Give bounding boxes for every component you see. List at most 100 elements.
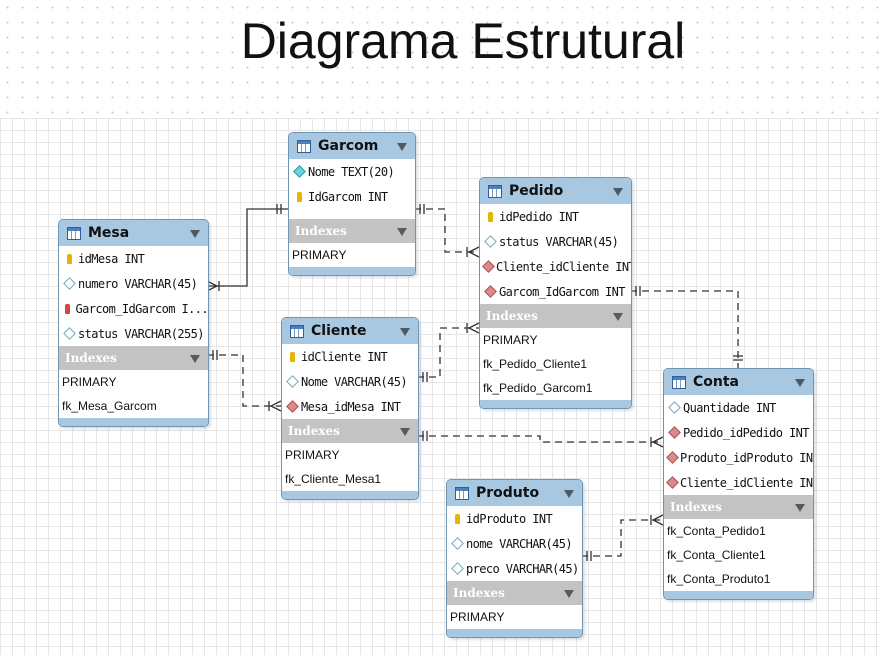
column-row[interactable]: nome VARCHAR(45) [447, 531, 582, 556]
open-diamond-icon [667, 401, 681, 414]
column-row[interactable]: numero VARCHAR(45) [59, 271, 208, 296]
indexes-header[interactable]: Indexes [59, 346, 208, 370]
collapse-triangle-icon[interactable] [795, 504, 805, 512]
index-row[interactable]: fk_Pedido_Garcom1 [483, 381, 593, 395]
table-footer [447, 629, 582, 637]
red-diamond-icon [667, 426, 681, 439]
collapse-triangle-icon[interactable] [397, 143, 407, 151]
index-row[interactable]: fk_Mesa_Garcom [62, 399, 157, 413]
column-row[interactable]: Garcom_IdGarcom INT [480, 279, 631, 304]
column-label: numero VARCHAR(45) [78, 276, 198, 291]
collapse-triangle-icon[interactable] [564, 490, 574, 498]
relation-cliente-pedido-one-marker [422, 372, 428, 382]
open-diamond-icon [62, 277, 76, 290]
column-row[interactable]: idPedido INT [480, 204, 631, 229]
collapse-triangle-icon[interactable] [613, 188, 623, 196]
column-label: Nome TEXT(20) [308, 164, 395, 179]
column-row[interactable]: Garcom_IdGarcom I... [59, 296, 208, 321]
relation-produto-conta-many-marker [650, 514, 664, 526]
column-row[interactable]: status VARCHAR(255) [59, 321, 208, 346]
collapse-triangle-icon[interactable] [613, 313, 623, 321]
indexes-header[interactable]: Indexes [289, 219, 415, 243]
index-row[interactable]: fk_Pedido_Cliente1 [483, 357, 588, 371]
index-row[interactable]: PRIMARY [62, 375, 117, 389]
column-row[interactable]: preco VARCHAR(45) [447, 556, 582, 581]
column-label: preco VARCHAR(45) [466, 561, 579, 576]
column-label: IdGarcom INT [308, 189, 388, 204]
relation-garcom-mesa-one-marker [276, 204, 282, 214]
table-garcom[interactable]: Garcom Nome TEXT(20) IdGarcom INT Indexe… [288, 132, 416, 276]
column-row[interactable]: IdGarcom INT [289, 184, 415, 209]
collapse-triangle-icon[interactable] [400, 428, 410, 436]
relation-garcom-pedido-one-marker [419, 204, 425, 214]
table-header[interactable]: Mesa [59, 220, 208, 246]
column-label: Nome VARCHAR(45) [301, 374, 408, 389]
table-conta[interactable]: Conta Quantidade INT Pedido_idPedido INT… [663, 368, 814, 600]
column-row[interactable]: idProduto INT [447, 506, 582, 531]
column-row[interactable]: Nome TEXT(20) [289, 159, 415, 184]
foreign-key-icon [63, 303, 73, 314]
primary-key-icon [286, 351, 298, 362]
column-row[interactable]: Quantidade INT [664, 395, 813, 420]
column-label: Garcom_IdGarcom I... [75, 301, 209, 316]
dotted-background [0, 0, 879, 118]
cyan-diamond-icon [292, 165, 306, 178]
relation-cliente-conta-many-marker [650, 436, 664, 448]
red-diamond-icon [483, 285, 497, 298]
collapse-triangle-icon[interactable] [400, 328, 410, 336]
index-row[interactable]: PRIMARY [450, 610, 505, 624]
relation-garcom-pedido-many-marker [466, 246, 480, 258]
index-row[interactable]: PRIMARY [285, 448, 340, 462]
table-mesa[interactable]: Mesa idMesa INT numero VARCHAR(45) Garco… [58, 219, 209, 427]
primary-key-icon [451, 513, 463, 524]
indexes-header[interactable]: Indexes [447, 581, 582, 605]
column-row[interactable]: Pedido_idPedido INT [664, 420, 813, 445]
relation-garcom-mesa [207, 208, 288, 287]
indexes-header[interactable]: Indexes [282, 419, 418, 443]
column-label: status VARCHAR(45) [499, 234, 619, 249]
column-label: idCliente INT [301, 349, 388, 364]
column-row[interactable]: Cliente_idCliente INT [480, 254, 631, 279]
column-row[interactable]: Nome VARCHAR(45) [282, 369, 418, 394]
column-label: Cliente_idCliente INT [680, 475, 814, 490]
primary-key-icon [63, 253, 75, 264]
table-header[interactable]: Cliente [282, 318, 418, 344]
collapse-triangle-icon[interactable] [190, 230, 200, 238]
indexes-header[interactable]: Indexes [480, 304, 631, 328]
relation-pedido-conta-one-marker-2 [733, 355, 743, 361]
table-pedido[interactable]: Pedido idPedido INT status VARCHAR(45) C… [479, 177, 632, 409]
table-header[interactable]: Conta [664, 369, 813, 395]
table-header[interactable]: Produto [447, 480, 582, 506]
indexes-header[interactable]: Indexes [664, 495, 813, 519]
table-name: Conta [693, 374, 739, 390]
column-label: idPedido INT [499, 209, 579, 224]
index-row[interactable]: fk_Conta_Cliente1 [667, 548, 766, 562]
column-label: idMesa INT [78, 251, 145, 266]
table-header[interactable]: Garcom [289, 133, 415, 159]
column-row[interactable]: idMesa INT [59, 246, 208, 271]
index-row[interactable]: fk_Conta_Pedido1 [667, 524, 766, 538]
index-row[interactable]: PRIMARY [483, 333, 538, 347]
column-row[interactable]: status VARCHAR(45) [480, 229, 631, 254]
red-diamond-icon [285, 400, 299, 413]
column-row[interactable]: Produto_idProduto INT [664, 445, 813, 470]
index-row[interactable]: fk_Conta_Produto1 [667, 572, 771, 586]
collapse-triangle-icon[interactable] [397, 228, 407, 236]
collapse-triangle-icon[interactable] [564, 590, 574, 598]
column-label: Produto_idProduto INT [680, 450, 814, 465]
table-produto[interactable]: Produto idProduto INT nome VARCHAR(45) p… [446, 479, 583, 638]
relation-produto-conta-one-marker [586, 551, 592, 561]
table-header[interactable]: Pedido [480, 178, 631, 204]
column-row[interactable]: idCliente INT [282, 344, 418, 369]
column-row[interactable]: Mesa_idMesa INT [282, 394, 418, 419]
index-row[interactable]: fk_Cliente_Mesa1 [285, 472, 382, 486]
column-label: idProduto INT [466, 511, 553, 526]
relation-cliente-pedido [417, 327, 479, 378]
column-row[interactable]: Cliente_idCliente INT [664, 470, 813, 495]
collapse-triangle-icon[interactable] [795, 379, 805, 387]
table-icon [488, 184, 502, 198]
index-row[interactable]: PRIMARY [292, 248, 347, 262]
table-cliente[interactable]: Cliente idCliente INT Nome VARCHAR(45) M… [281, 317, 419, 500]
collapse-triangle-icon[interactable] [190, 355, 200, 363]
